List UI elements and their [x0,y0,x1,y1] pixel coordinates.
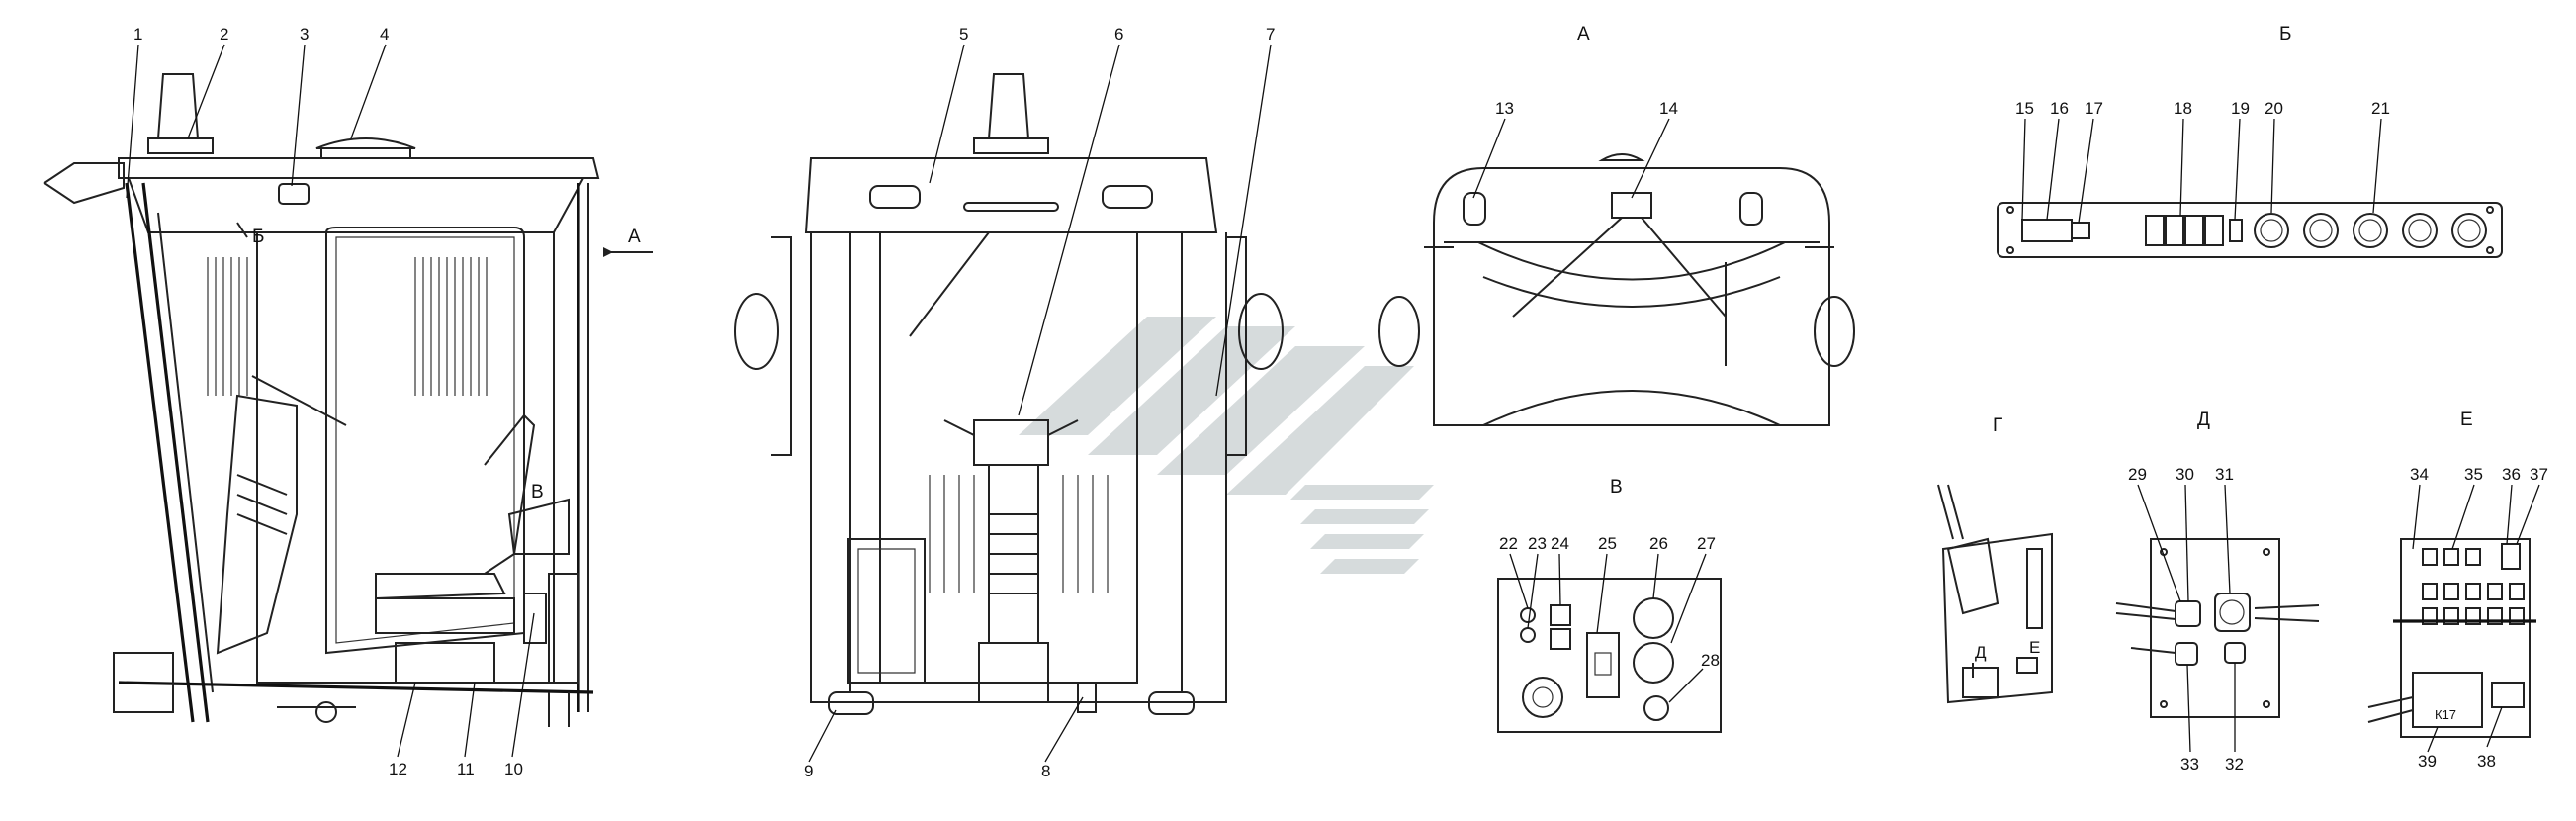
callout-19: 19 [2231,99,2250,118]
view-b-title: Б [2279,24,2291,45]
view-a-title: А [1577,24,1590,45]
callout-18: 18 [2174,99,2192,118]
view-a-top [1378,153,1855,426]
callout-34: 34 [2410,465,2429,484]
callout-8: 8 [1041,762,1050,780]
callout-7: 7 [1266,25,1275,44]
view-v-panel [1497,578,1722,733]
callout-27: 27 [1697,534,1716,553]
callout-33: 33 [2180,755,2199,774]
callout-24: 24 [1551,534,1569,553]
view-b-panel [1997,202,2503,258]
view-e-detail: К17 [2367,538,2536,738]
callout-37: 37 [2530,465,2548,484]
callout-39: 39 [2418,752,2437,771]
view-d-detail [2115,538,2320,718]
callout-12: 12 [389,760,407,778]
callout-22: 22 [1499,534,1518,553]
callout-29: 29 [2128,465,2147,484]
callout-numbers: 1 2 3 4 5 6 7 8 9 10 11 12 13 14 15 16 1… [133,25,2548,780]
callout-36: 36 [2502,465,2521,484]
front-view-cab [734,73,1284,715]
callout-15: 15 [2015,99,2034,118]
view-e-title: Е [2460,410,2473,430]
callout-6: 6 [1114,25,1123,44]
callout-10: 10 [504,760,523,778]
view-arrow-a-label: А [628,227,641,247]
callout-26: 26 [1649,534,1668,553]
callout-13: 13 [1495,99,1514,118]
view-e-small-label: Е [2029,638,2040,657]
callout-21: 21 [2371,99,2390,118]
callout-9: 9 [804,762,813,780]
callout-23: 23 [1528,534,1547,553]
view-g-detail [1937,484,2053,704]
callout-14: 14 [1659,99,1678,118]
view-arrow-b-label: Б [252,227,264,247]
callout-leaders [126,44,2540,763]
callout-38: 38 [2477,752,2496,771]
side-view-cab [43,73,653,727]
callout-1: 1 [133,25,142,44]
callout-17: 17 [2085,99,2103,118]
relay-k17-label: К17 [2435,707,2456,722]
view-d-small-label: Д [1975,643,1987,662]
callout-2: 2 [220,25,228,44]
callout-20: 20 [2265,99,2283,118]
callout-4: 4 [380,25,389,44]
view-g-title: Г [1993,415,2002,436]
callout-16: 16 [2050,99,2069,118]
callout-31: 31 [2215,465,2234,484]
watermark-logo [1019,317,1434,574]
callout-25: 25 [1598,534,1617,553]
view-v-title: В [1610,477,1623,498]
callout-28: 28 [1701,651,1720,670]
view-arrow-v-label: В [531,482,544,502]
callout-30: 30 [2176,465,2194,484]
callout-35: 35 [2464,465,2483,484]
callout-32: 32 [2225,755,2244,774]
view-d-title: Д [2197,410,2210,430]
callout-5: 5 [959,25,968,44]
callout-3: 3 [300,25,309,44]
callout-11: 11 [457,760,475,778]
